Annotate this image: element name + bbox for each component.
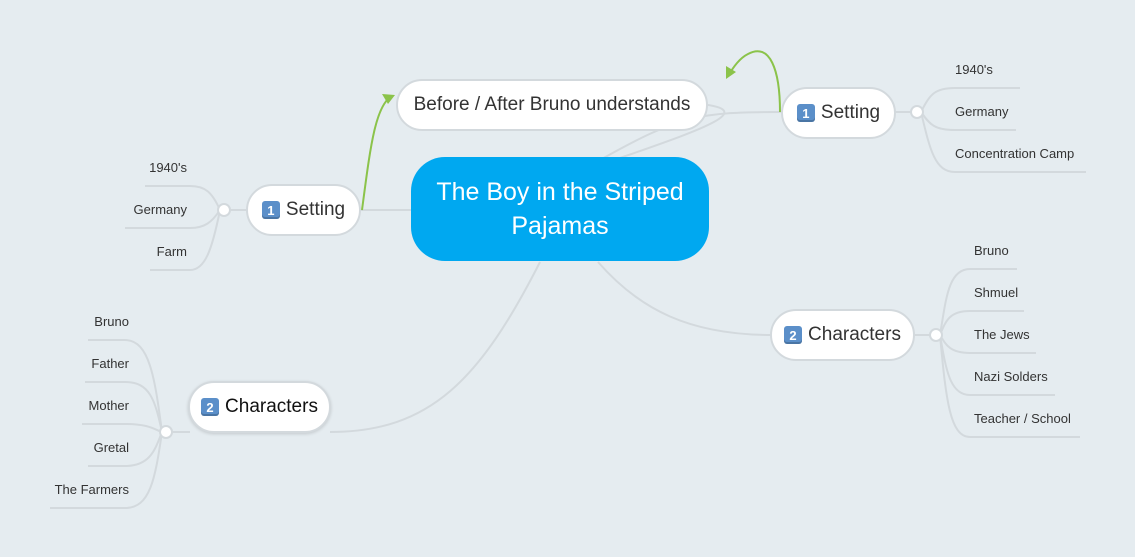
leaf-line: [50, 431, 163, 509]
number-one-icon: 1: [261, 201, 280, 219]
leaf-the-jews[interactable]: The Jews: [974, 327, 1030, 342]
leaf-germany[interactable]: Germany: [133, 202, 187, 217]
topic-setting-right[interactable]: 1 Setting: [781, 87, 896, 139]
leaf-line: [85, 381, 163, 433]
leaf-bruno[interactable]: Bruno: [974, 243, 1009, 258]
topic-label: Setting: [285, 199, 346, 220]
topic-characters-right[interactable]: 2 Characters: [770, 309, 915, 361]
topic-label: Setting: [820, 102, 881, 123]
leaf-line: [939, 334, 1080, 438]
topic-characters-left[interactable]: 2 Characters: [188, 381, 331, 433]
leaf-line: [920, 87, 1020, 113]
leaf-1940s[interactable]: 1940's: [149, 160, 187, 175]
relation-arrowhead-left: [382, 94, 395, 104]
leaf-bruno[interactable]: Bruno: [94, 314, 129, 329]
leaf-line: [920, 111, 1086, 173]
leaf-line: [939, 310, 1024, 336]
leaf-1940s[interactable]: 1940's: [955, 62, 993, 77]
relation-node[interactable]: Before / After Bruno understands: [396, 79, 708, 131]
leaf-gretal[interactable]: Gretal: [93, 440, 129, 455]
number-two-icon: 2: [784, 326, 803, 344]
number-two-icon: 2: [201, 398, 220, 416]
hub-setting-right: [910, 105, 924, 119]
leaf-nazi-solders[interactable]: Nazi Solders: [974, 369, 1048, 384]
relation-arrowhead-right: [726, 66, 736, 79]
leaf-line: [939, 268, 1017, 336]
branch-central-characters-left: [329, 261, 541, 433]
leaf-concentration-camp[interactable]: Concentration Camp: [955, 146, 1075, 161]
leaf-line: [920, 111, 1016, 131]
leaf-line: [125, 209, 221, 229]
relation-arrow-right: [727, 50, 781, 113]
leaf-line: [145, 185, 221, 211]
number-one-icon: 1: [796, 104, 815, 122]
topic-label: Characters: [808, 324, 901, 345]
hub-characters-right: [929, 328, 943, 342]
leaf-line: [150, 209, 221, 271]
topic-setting-left[interactable]: 1 Setting: [246, 184, 361, 236]
branch-central-relation: [619, 103, 726, 159]
leaf-line: [88, 339, 163, 433]
hub-setting-left: [217, 203, 231, 217]
central-topic[interactable]: The Boy in the Striped Pajamas: [411, 157, 709, 261]
leaf-father[interactable]: Father: [91, 356, 129, 371]
leaf-farm[interactable]: Farm: [156, 244, 187, 259]
topic-label: Characters: [225, 396, 318, 417]
relation-arrow-left: [361, 95, 393, 211]
leaf-line: [88, 431, 163, 467]
leaf-line: [939, 334, 1055, 396]
leaf-mother[interactable]: Mother: [88, 398, 129, 413]
leaf-germany[interactable]: Germany: [955, 104, 1009, 119]
hub-characters-left: [159, 425, 173, 439]
leaf-shmuel[interactable]: Shmuel: [974, 285, 1019, 300]
central-topic-title: The Boy in the Striped Pajamas: [436, 178, 684, 240]
leaf-teacher-school[interactable]: Teacher / School: [974, 411, 1071, 426]
leaf-line: [82, 423, 163, 433]
leaf-the-farmers[interactable]: The Farmers: [54, 482, 129, 497]
relation-node-label: Before / After Bruno understands: [413, 94, 691, 115]
branch-central-characters-right: [597, 261, 773, 336]
